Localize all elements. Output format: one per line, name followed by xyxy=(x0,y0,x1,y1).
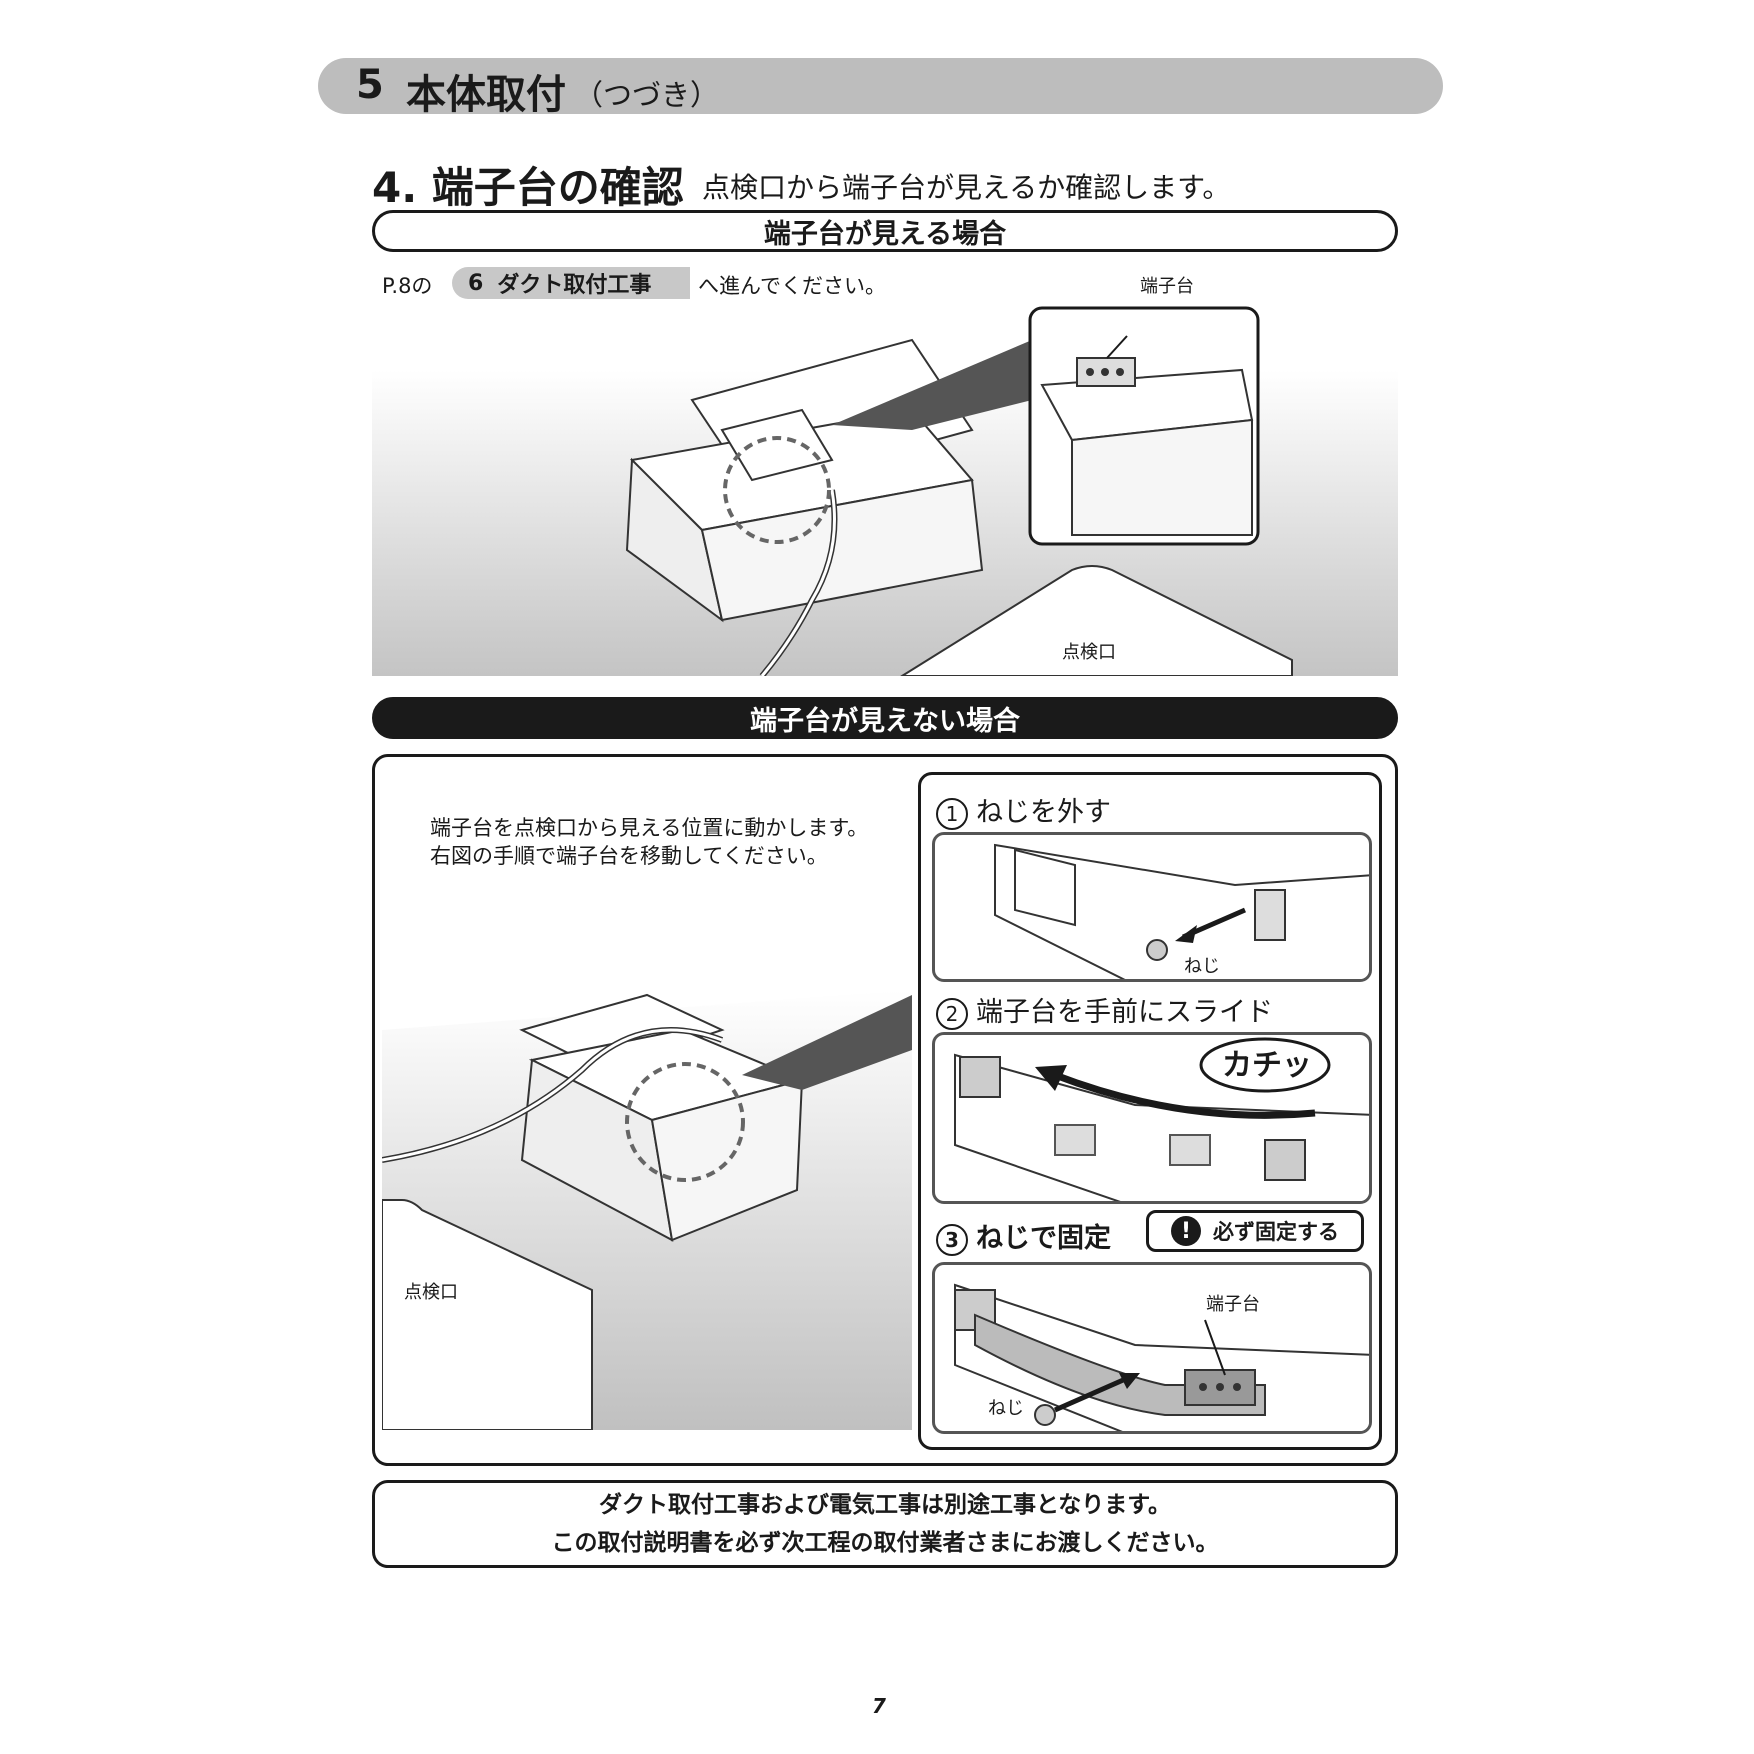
step-1-heading: 1 ねじを外す xyxy=(936,790,1111,830)
instruction-line-1: 端子台を点検口から見える位置に動かします。 xyxy=(430,816,869,840)
inspection-opening-label: 点検口 xyxy=(1062,642,1116,663)
step-2-title: 端子台を手前にスライド xyxy=(976,997,1273,1028)
warning-icon: ! xyxy=(1171,1216,1201,1246)
step-2-image xyxy=(932,1032,1372,1204)
terminal-block-label: 端子台 xyxy=(1140,276,1194,297)
step-description: 点検口から端子台が見えるか確認します。 xyxy=(702,171,1231,204)
section-title: 本体取付 xyxy=(406,72,566,118)
step-3-image xyxy=(932,1262,1372,1434)
visible-case-header: 端子台が見える場合 xyxy=(372,210,1398,252)
slide-terminal-drawing xyxy=(954,1037,1369,1201)
step-1-number: 1 xyxy=(936,797,968,830)
step-2-number: 2 xyxy=(936,997,968,1030)
note-line-1: ダクト取付工事および電気工事は別途工事となります。 xyxy=(598,1492,1171,1518)
reference-label: ダクト取付工事 xyxy=(497,273,652,298)
hidden-inspection-opening-label: 点検口 xyxy=(404,1282,458,1303)
must-fix-text: 必ず固定する xyxy=(1213,1220,1339,1244)
section-continued: （つづき） xyxy=(574,78,720,112)
separate-work-note: ダクト取付工事および電気工事は別途工事となります。 この取付説明書を必ず次工程の… xyxy=(372,1480,1398,1568)
step-3-title: ねじで固定 xyxy=(976,1223,1111,1254)
hidden-case-illustration xyxy=(382,900,912,1430)
step-title: 4. 端子台の確認 xyxy=(372,163,684,212)
reference-number: 6 xyxy=(468,270,484,296)
click-sound-label: カチッ xyxy=(1222,1048,1312,1083)
page-number: 7 xyxy=(872,1694,886,1718)
step-1-image xyxy=(932,832,1372,982)
visible-case-illustration xyxy=(372,300,1398,676)
hidden-case-box xyxy=(372,754,1398,1466)
ventilation-unit-hidden-drawing xyxy=(382,990,912,1430)
hidden-case-header: 端子台が見えない場合 xyxy=(372,697,1398,739)
step-1-screw-label: ねじ xyxy=(1184,956,1220,977)
section-header-bar xyxy=(318,58,1443,114)
instruction-line-2: 右図の手順で端子台を移動してください。 xyxy=(430,844,828,868)
note-line-2: この取付説明書を必ず次工程の取付業者さまにお渡しください。 xyxy=(551,1530,1219,1556)
step-2-heading: 2 端子台を手前にスライド xyxy=(936,990,1273,1030)
step-3-terminal-label: 端子台 xyxy=(1206,1294,1260,1315)
reference-prefix: P.8の xyxy=(382,274,433,298)
reference-tag: 6 ダクト取付工事 xyxy=(452,267,690,299)
step-3-screw-label: ねじ xyxy=(988,1398,1024,1419)
remove-screw-drawing xyxy=(994,843,1369,979)
section-number: 5 xyxy=(356,62,384,108)
fix-screw-drawing xyxy=(954,1283,1369,1431)
step-3-number: 3 xyxy=(936,1223,968,1256)
must-fix-warning: ! 必ず固定する xyxy=(1146,1210,1364,1252)
reference-suffix: へ進んでください。 xyxy=(698,274,886,298)
step-1-title: ねじを外す xyxy=(976,797,1111,828)
ventilation-unit-visible-drawing xyxy=(372,306,1398,676)
step-3-heading: 3 ねじで固定 xyxy=(936,1216,1111,1256)
